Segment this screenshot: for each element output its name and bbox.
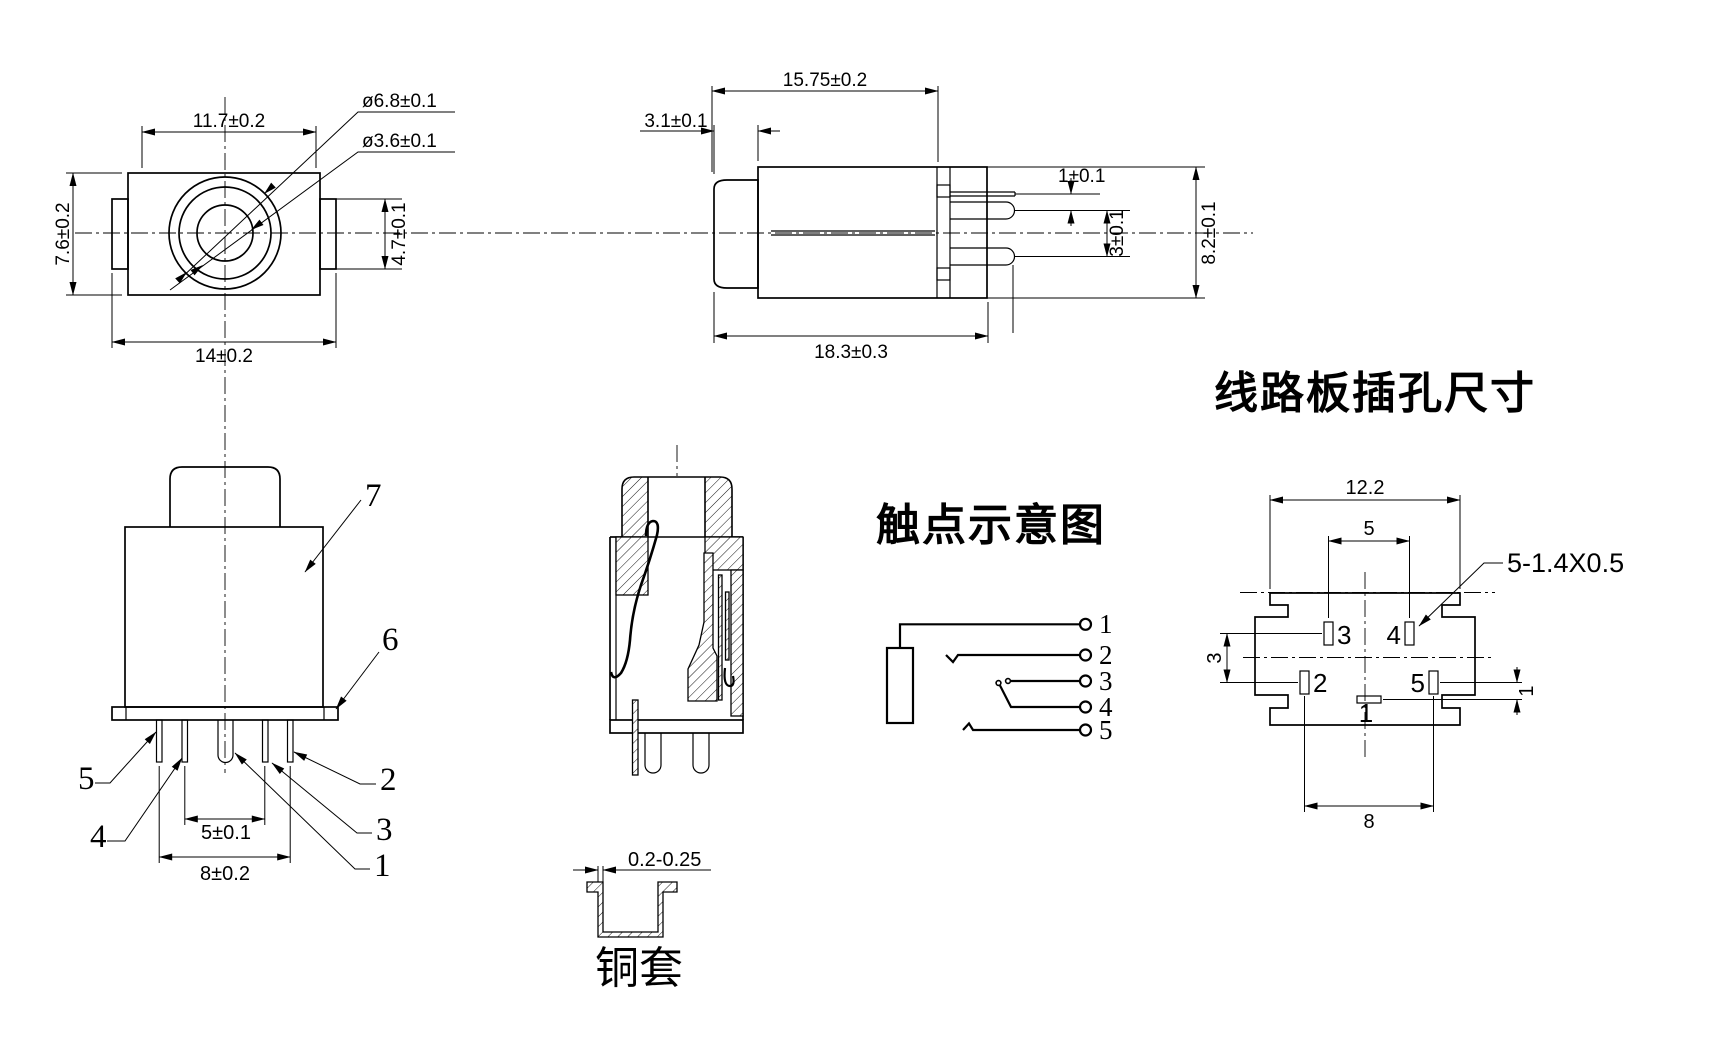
dim-front-tab-height: 4.7±0.1: [389, 202, 410, 265]
section-left-wall: [615, 536, 649, 596]
dim-sleeve-wall: 0.2-0.25: [628, 849, 701, 871]
pin-5: [155, 719, 163, 763]
pcb-pad-5: [1428, 670, 1439, 695]
pcb-pad-label-5: 5: [1411, 668, 1425, 698]
pcb-outline: [1254, 592, 1476, 726]
dim-pcb-center-offset: 1: [1516, 685, 1538, 696]
dim-pcb-overall-width: 12.2: [1346, 477, 1385, 499]
pin-4: [181, 719, 189, 763]
bottom-view: 7 6 5 4 2 3 1 5±0.1 8±0.2: [78, 466, 399, 885]
schematic-title: 触点示意图: [876, 501, 1106, 550]
pcb-pad-4: [1404, 621, 1415, 646]
centerlines: [75, 97, 1253, 773]
bottom-body-outline: [124, 526, 324, 708]
section-pin-round-1: [644, 733, 662, 774]
front-circle-inner: [196, 204, 254, 262]
terminal-label-2: 2: [1099, 640, 1113, 670]
front-left-tab: [111, 198, 129, 270]
dim-front-height: 7.6±0.2: [53, 202, 74, 265]
front-circle-mid: [178, 186, 272, 280]
terminal-label-1: 1: [1099, 609, 1113, 639]
bottom-flange-outline: [111, 706, 339, 721]
dim-front-width-top: 11.7±0.2: [193, 111, 265, 132]
section-center-contact: [687, 552, 718, 702]
part-label-2: 2: [380, 762, 397, 798]
terminal-circle-3: [1078, 674, 1093, 688]
side-pin-upper: [950, 201, 1016, 220]
section-spring-contact: [609, 519, 660, 679]
pcb-title: 线路板插孔尺寸: [1214, 369, 1536, 418]
front-view: 11.7±0.2 ø6.8±0.1 ø3.6±0.1 7.6±0.2 4.7±0…: [53, 91, 455, 367]
pcb-pad-label-1: 1: [1359, 698, 1373, 728]
dim-side-overall-length: 18.3±0.3: [814, 342, 888, 363]
terminal-circle-4: [1078, 700, 1093, 714]
section-cap: [621, 476, 733, 538]
front-right-tab: [319, 198, 337, 270]
sleeve-label: 铜套: [595, 944, 683, 993]
part-label-4: 4: [90, 819, 107, 855]
bottom-cap-outline: [169, 466, 281, 527]
pcb-slot-note: 5-1.4X0.5: [1507, 548, 1624, 578]
dim-pcb-row-gap: 3: [1204, 652, 1226, 663]
pcb-pad-label-4: 4: [1387, 620, 1401, 650]
schematic-sleeve-symbol: [885, 646, 915, 725]
pin-3: [261, 719, 269, 763]
pcb-pad-1: [1356, 695, 1382, 704]
side-pin-lower: [950, 247, 1016, 266]
section-right-wall: [730, 569, 744, 717]
terminal-circle-5: [1078, 723, 1093, 737]
part-label-6: 6: [382, 622, 399, 658]
pcb-layout: 线路板插孔尺寸 3 4 2 5 1 12.2 5 3 1 8 5-1.4X0.5: [1204, 369, 1624, 833]
dim-bottom-pitch-inner: 5±0.1: [201, 822, 251, 844]
terminal-circle-1: [1078, 617, 1093, 631]
side-view: 15.75±0.2 3.1±0.1 1±0.1 3±0.1 8.2±0.1 18…: [640, 70, 1220, 363]
dim-side-pin-spacing: 3±0.1: [1107, 209, 1128, 256]
dim-pcb-bottom-span: 8: [1363, 811, 1374, 833]
side-cap-outline: [713, 179, 759, 289]
pin-1-center: [217, 720, 234, 764]
pin-2: [286, 719, 294, 763]
section-pin-flat: [631, 699, 639, 776]
section-view: [609, 476, 744, 776]
dim-side-cap-length: 3.1±0.1: [644, 111, 707, 132]
side-body-outline: [757, 166, 988, 299]
front-circle-outer: [168, 176, 282, 290]
pcb-pad-3: [1323, 621, 1334, 646]
dim-side-pin-offset: 1±0.1: [1058, 166, 1105, 187]
dim-front-dia-outer: ø6.8±0.1: [362, 91, 437, 112]
dim-side-body-length: 15.75±0.2: [783, 70, 867, 91]
sleeve-section-outline: [586, 881, 678, 938]
terminal-label-4: 4: [1099, 692, 1113, 722]
dim-bottom-pitch-outer: 8±0.2: [200, 863, 250, 885]
terminal-label-3: 3: [1099, 666, 1113, 696]
pcb-pad-label-2: 2: [1313, 668, 1327, 698]
dim-front-dia-inner: ø3.6±0.1: [362, 131, 437, 152]
pcb-pad-label-3: 3: [1337, 620, 1351, 650]
part-label-7: 7: [365, 478, 382, 514]
part-label-5: 5: [78, 761, 95, 797]
terminal-label-5: 5: [1099, 715, 1113, 745]
terminal-circle-2: [1078, 648, 1093, 662]
dim-side-height: 8.2±0.1: [1199, 201, 1220, 264]
dim-pcb-slot-pitch: 5: [1363, 518, 1374, 540]
part-label-3: 3: [376, 812, 393, 848]
copper-sleeve-view: 0.2-0.25 铜套: [573, 849, 711, 993]
front-body-outline: [127, 172, 321, 296]
dim-front-width-overall: 14±0.2: [195, 346, 253, 367]
section-flange: [609, 719, 744, 734]
section-pin-round-2: [692, 733, 710, 774]
contact-schematic: 触点示意图 1 2 3 4 5: [876, 501, 1113, 745]
pcb-pad-2: [1299, 670, 1310, 695]
part-label-1: 1: [374, 848, 391, 884]
